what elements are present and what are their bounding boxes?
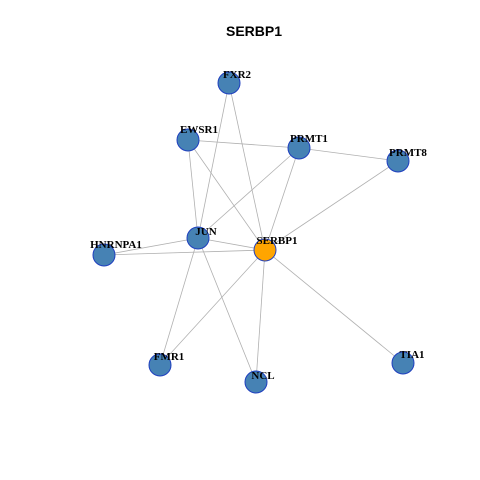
node-tia1: TIA1 [391, 349, 425, 375]
edge-serbp1-fmr1 [159, 249, 266, 366]
edge-serbp1-ncl [255, 249, 266, 383]
edge-jun-fmr1 [159, 237, 199, 366]
edge-jun-prmt1 [197, 147, 300, 239]
edge-layer [103, 82, 404, 383]
edge-serbp1-prmt8 [264, 160, 399, 251]
node-circle-fmr1 [148, 353, 172, 377]
edge-prmt1-prmt8 [298, 147, 399, 162]
node-circle-serbp1 [253, 238, 277, 262]
node-circle-ewsr1 [176, 128, 200, 152]
edge-ewsr1-prmt1 [187, 139, 300, 149]
edge-serbp1-prmt1 [264, 147, 300, 251]
node-prmt1: PRMT1 [287, 133, 328, 160]
node-circle-prmt8 [386, 149, 410, 173]
diagram-title: SERBP1 [226, 23, 282, 39]
node-label-ncl: NCL [251, 370, 274, 382]
node-label-ewsr1: EWSR1 [180, 124, 218, 136]
node-circle-prmt1 [287, 136, 311, 160]
node-circle-fxr2 [217, 71, 241, 95]
node-ncl: NCL [244, 370, 275, 394]
node-circle-jun [186, 226, 210, 250]
node-circle-tia1 [391, 351, 415, 375]
edge-serbp1-fxr2 [228, 82, 266, 251]
edge-jun-ncl [197, 237, 257, 383]
node-label-prmt8: PRMT8 [389, 147, 427, 159]
node-label-tia1: TIA1 [399, 349, 424, 361]
node-jun: JUN [186, 226, 217, 250]
edge-serbp1-tia1 [264, 249, 404, 364]
node-label-fmr1: FMR1 [154, 351, 185, 363]
node-fxr2: FXR2 [217, 69, 252, 95]
node-fmr1: FMR1 [148, 351, 185, 377]
edge-jun-fxr2 [197, 82, 230, 239]
node-label-serbp1: SERBP1 [257, 235, 298, 247]
node-label-hnrnpa1: HNRNPA1 [90, 239, 142, 251]
node-label-prmt1: PRMT1 [290, 133, 328, 145]
node-serbp1: SERBP1 [253, 235, 298, 262]
node-label-jun: JUN [195, 226, 216, 238]
edge-serbp1-hnrnpa1 [103, 249, 266, 256]
node-circle-hnrnpa1 [92, 243, 116, 267]
node-circle-ncl [244, 370, 268, 394]
edge-serbp1-ewsr1 [187, 139, 266, 251]
node-ewsr1: EWSR1 [176, 124, 218, 152]
edge-jun-ewsr1 [187, 139, 199, 239]
node-prmt8: PRMT8 [386, 147, 427, 173]
node-hnrnpa1: HNRNPA1 [90, 239, 142, 267]
node-label-fxr2: FXR2 [223, 69, 252, 81]
edge-jun-hnrnpa1 [103, 237, 199, 256]
